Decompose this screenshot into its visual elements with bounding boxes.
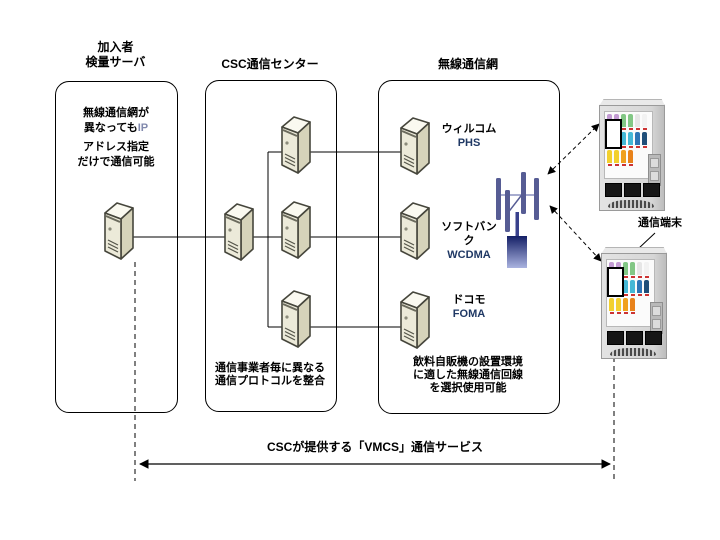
vending-machine-2 xyxy=(601,247,667,359)
server-icon-csc-1 xyxy=(281,116,311,174)
csc-center-box xyxy=(205,80,337,412)
terminal-label: 通信端末 xyxy=(638,217,682,229)
dispenser-slots xyxy=(607,331,662,345)
wireless-box-note: 飲料自販機の設置環境 に適した無線通信回線 を選択使用可能 xyxy=(413,356,523,394)
vmcs-service-label: CSCが提供する「VMCS」通信サービス xyxy=(266,440,483,454)
carrier-name: ドコモ xyxy=(452,294,486,306)
vending-machine-panel xyxy=(650,302,663,334)
subscriber-box-title: 加入者 検量サーバ xyxy=(85,40,146,69)
carrier-network: FOMA xyxy=(452,308,486,320)
vending-machine-1 xyxy=(599,99,665,211)
wireless-link-arrow-1 xyxy=(547,123,600,175)
vending-machine-body xyxy=(601,253,667,359)
server-icon-csc-gateway xyxy=(224,203,254,261)
server-icon-phs xyxy=(400,117,430,175)
vending-machine-panel xyxy=(648,154,661,186)
terminal-highlight-box xyxy=(607,267,624,297)
carrier-network: PHS xyxy=(457,137,481,149)
terminal-highlight-box xyxy=(605,119,622,149)
subscriber-server-box xyxy=(55,81,178,413)
csc-box-title: CSC通信センター xyxy=(221,57,319,71)
note-line: 異なってもIP xyxy=(55,121,177,136)
server-icon-csc-3 xyxy=(281,290,311,348)
server-icon-foma xyxy=(400,291,430,349)
carrier-network: WCDMA xyxy=(447,249,491,261)
dispenser-slots xyxy=(605,183,660,197)
note-line: アドレス指定 xyxy=(83,141,149,153)
carrier-label-willcom: ウィルコム PHS xyxy=(436,122,502,150)
vending-machine-body xyxy=(599,105,665,211)
antenna-icon xyxy=(496,172,539,268)
server-icon-subscriber xyxy=(104,202,134,260)
note-line: 無線通信網が xyxy=(83,107,149,119)
server-icon-wcdma xyxy=(400,202,430,260)
wireless-box-title: 無線通信網 xyxy=(437,57,498,71)
carrier-name: ソフトバンク xyxy=(441,221,497,247)
subscriber-box-note: 無線通信網が 異なってもIP アドレス指定 だけで通信可能 xyxy=(55,106,177,170)
note-line-jp: 異なっても xyxy=(83,122,138,134)
server-icon-csc-2 xyxy=(281,201,311,259)
carrier-label-softbank: ソフトバンク WCDMA xyxy=(436,220,502,262)
carrier-label-docomo: ドコモ FOMA xyxy=(436,293,502,321)
carrier-name: ウィルコム xyxy=(441,123,497,135)
wireless-link-arrow-2 xyxy=(549,205,602,262)
vent-grille xyxy=(610,348,656,356)
note-line-ip: IP xyxy=(137,122,149,134)
csc-box-note: 通信事業者毎に異なる 通信プロトコルを整合 xyxy=(215,362,325,387)
note-line: だけで通信可能 xyxy=(77,156,155,168)
vent-grille xyxy=(608,200,654,208)
